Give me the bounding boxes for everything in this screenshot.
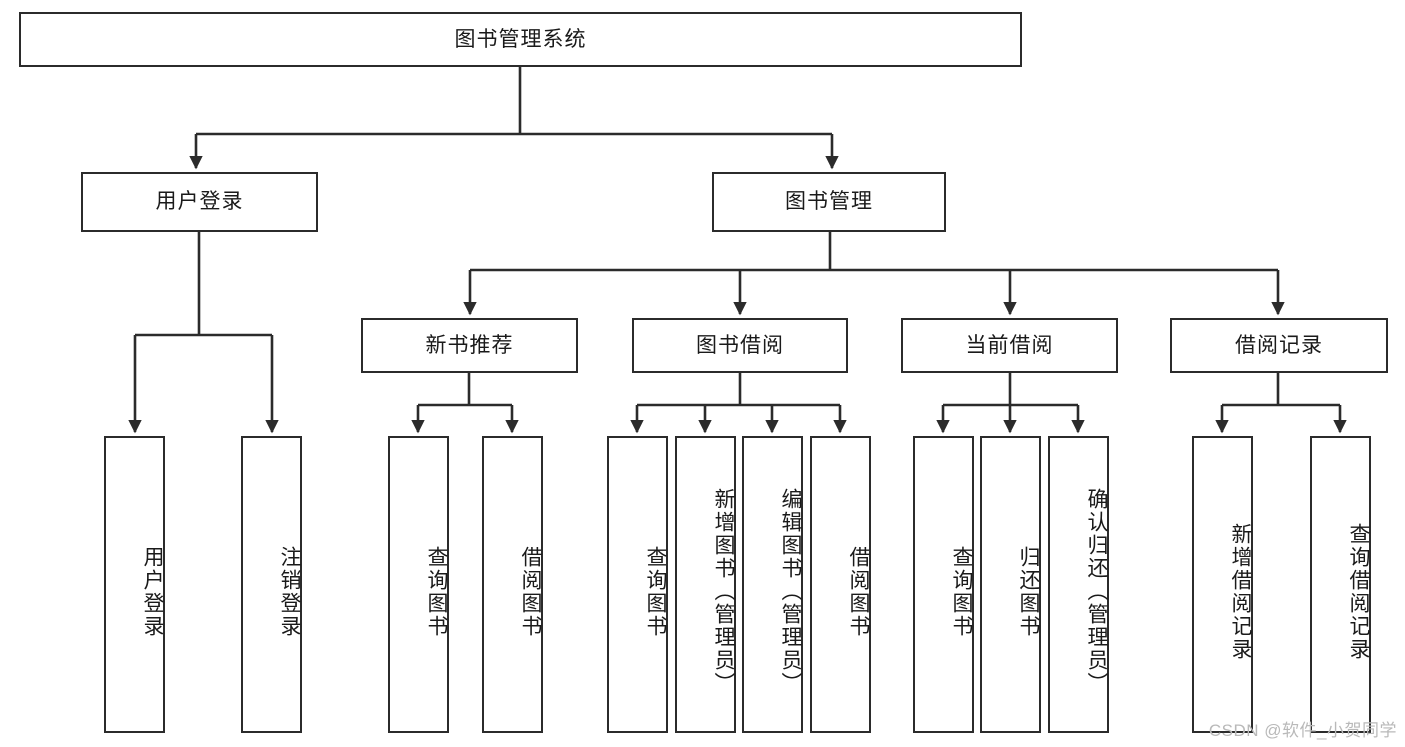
node-borrow-record-label: 借阅记录 — [1235, 333, 1323, 357]
node-leaf-add-borrow-record[interactable]: 新增借阅记录 — [1192, 436, 1253, 733]
node-leaf-confirm-return-admin-label: 确认归还（管理员） — [1085, 488, 1108, 695]
node-user-login[interactable]: 用户登录 — [81, 172, 318, 232]
node-leaf-query-borrow-record-label: 查询借阅记录 — [1347, 522, 1370, 661]
node-leaf-query-book-new-label: 查询图书 — [425, 545, 448, 638]
node-leaf-query-book-borrow-label: 查询图书 — [644, 545, 667, 638]
node-root-label: 图书管理系统 — [454, 27, 587, 51]
node-book-borrow-label: 图书借阅 — [696, 333, 784, 357]
node-book-management[interactable]: 图书管理 — [712, 172, 946, 232]
node-leaf-logout-label: 注销登录 — [278, 545, 301, 638]
node-leaf-borrow-book-label: 借阅图书 — [847, 545, 870, 638]
node-leaf-add-book-admin[interactable]: 新增图书（管理员） — [675, 436, 736, 733]
node-current-borrow-label: 当前借阅 — [965, 333, 1054, 357]
node-leaf-borrow-book-new[interactable]: 借阅图书 — [482, 436, 543, 733]
node-leaf-logout[interactable]: 注销登录 — [241, 436, 302, 733]
node-root[interactable]: 图书管理系统 — [19, 12, 1022, 67]
node-leaf-return-book-label: 归还图书 — [1017, 545, 1040, 638]
node-borrow-record[interactable]: 借阅记录 — [1170, 318, 1388, 373]
node-leaf-borrow-book-new-label: 借阅图书 — [519, 545, 542, 638]
node-leaf-return-book[interactable]: 归还图书 — [980, 436, 1041, 733]
node-leaf-borrow-book[interactable]: 借阅图书 — [810, 436, 871, 733]
node-book-management-label: 图书管理 — [785, 190, 873, 214]
node-leaf-edit-book-admin-label: 编辑图书（管理员） — [779, 488, 802, 695]
node-leaf-query-book-current[interactable]: 查询图书 — [913, 436, 974, 733]
node-book-borrow[interactable]: 图书借阅 — [632, 318, 848, 373]
node-new-book-recommend-label: 新书推荐 — [425, 333, 514, 357]
node-current-borrow[interactable]: 当前借阅 — [901, 318, 1118, 373]
node-leaf-confirm-return-admin[interactable]: 确认归还（管理员） — [1048, 436, 1109, 733]
node-leaf-user-login-label: 用户登录 — [141, 545, 164, 638]
watermark: CSDN @软件_小贺同学 — [1208, 721, 1397, 740]
node-new-book-recommend[interactable]: 新书推荐 — [361, 318, 578, 373]
node-leaf-query-borrow-record[interactable]: 查询借阅记录 — [1310, 436, 1371, 733]
node-leaf-edit-book-admin[interactable]: 编辑图书（管理员） — [742, 436, 803, 733]
node-leaf-add-borrow-record-label: 新增借阅记录 — [1229, 522, 1252, 661]
node-leaf-query-book-new[interactable]: 查询图书 — [388, 436, 449, 733]
node-leaf-user-login[interactable]: 用户登录 — [104, 436, 165, 733]
node-leaf-query-book-borrow[interactable]: 查询图书 — [607, 436, 668, 733]
node-leaf-query-book-current-label: 查询图书 — [950, 545, 973, 638]
node-leaf-add-book-admin-label: 新增图书（管理员） — [712, 488, 735, 695]
node-user-login-label: 用户登录 — [155, 190, 244, 214]
